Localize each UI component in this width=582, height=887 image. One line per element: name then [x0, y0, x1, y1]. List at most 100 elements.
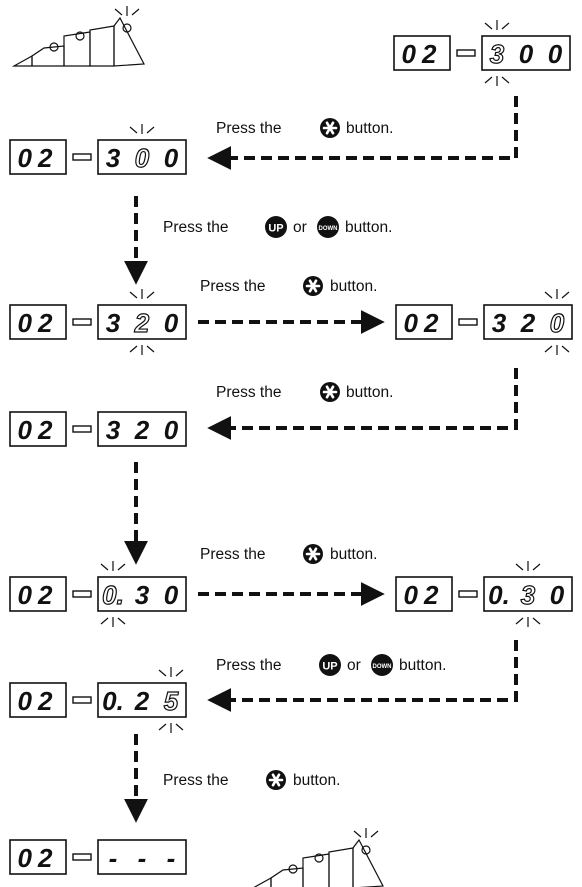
param-code-box: [9, 682, 67, 718]
separator: [72, 590, 92, 598]
blink-rays-icon: [515, 616, 541, 628]
svg-text:Press the: Press the: [200, 278, 265, 295]
up-button-icon: UP: [319, 654, 341, 676]
value-digit: 0: [164, 143, 179, 173]
asterisk-button-icon: [318, 116, 342, 140]
param-code-box: [9, 304, 67, 340]
param-code-box: [9, 839, 67, 875]
instruction-1: Press the button.: [216, 116, 393, 140]
separator: [72, 425, 92, 433]
svg-text:Press the: Press the: [216, 657, 281, 674]
value-box: [483, 304, 573, 340]
value-digit: 2: [134, 308, 150, 338]
svg-text:button.: button.: [293, 772, 340, 789]
param-code: 02: [18, 143, 59, 173]
value-digit: 0: [550, 308, 565, 338]
blink-rays-icon: [129, 344, 155, 356]
blink-rays-icon: [100, 560, 126, 572]
svg-text:Press the: Press the: [216, 384, 281, 401]
separator: [72, 153, 92, 161]
value-digit: 2: [134, 686, 150, 716]
param-code: 02: [18, 415, 59, 445]
down-button-icon: DOWN: [371, 654, 393, 676]
value-box: [97, 839, 187, 875]
separator: [72, 318, 92, 326]
value-box: [97, 576, 187, 612]
value-box: [97, 682, 187, 718]
separator: [72, 696, 92, 704]
value-digit: 3: [106, 415, 121, 445]
value-digit: 0: [550, 580, 565, 610]
level-steps-icon-top: [11, 5, 145, 67]
separator: [456, 49, 476, 57]
blink-rays-icon: [515, 560, 541, 572]
value-digit: 3: [106, 308, 121, 338]
value-digit: 3: [492, 308, 507, 338]
value-digit: 5: [164, 686, 179, 716]
asterisk-button-icon: [301, 274, 325, 298]
value-digit: 0: [164, 580, 179, 610]
arrow-1: [207, 96, 518, 170]
svg-text:DOWN: DOWN: [319, 226, 338, 232]
value-box: [97, 139, 187, 175]
value-digit: 3: [106, 143, 121, 173]
value-digit: 3: [521, 580, 536, 610]
blink-rays-icon: [158, 666, 184, 678]
value-digit: 2: [520, 308, 536, 338]
down-button-icon: DOWN: [317, 216, 339, 238]
value-box: [483, 576, 573, 612]
asterisk-button-icon: [318, 380, 342, 404]
value-box: [97, 304, 187, 340]
blink-rays-icon: [484, 75, 510, 87]
blink-rays-icon: [129, 288, 155, 300]
value-digit: 0: [164, 308, 179, 338]
separator: [72, 853, 92, 861]
svg-text:DOWN: DOWN: [373, 664, 392, 670]
value-digit: -: [138, 843, 147, 873]
value-digit: -: [109, 843, 118, 873]
instruction-5: Press the button.: [200, 542, 377, 566]
param-code-box: [395, 304, 453, 340]
svg-text:button.: button.: [346, 120, 393, 137]
asterisk-button-icon: [264, 768, 288, 792]
value-digit: 0: [135, 143, 150, 173]
arrow-7: [207, 640, 518, 712]
separator: [458, 590, 478, 598]
param-code: 02: [404, 308, 445, 338]
value-digit: 2: [134, 415, 150, 445]
value-digit: 3: [135, 580, 150, 610]
param-code-box: [395, 576, 453, 612]
param-code-box: [9, 139, 67, 175]
svg-text:Press the: Press the: [200, 546, 265, 563]
param-code: 02: [18, 580, 59, 610]
param-code-box: [393, 35, 451, 71]
arrow-4: [207, 368, 518, 440]
arrows: [124, 96, 518, 823]
instruction-4: Press the button.: [216, 380, 393, 404]
param-code: 02: [402, 39, 443, 69]
svg-text:button.: button.: [330, 278, 377, 295]
up-button-icon: UP: [265, 216, 287, 238]
blink-rays-icon: [158, 722, 184, 734]
svg-text:or: or: [347, 657, 361, 674]
value-digit: 0: [519, 39, 534, 69]
svg-text:button.: button.: [330, 546, 377, 563]
asterisk-button-icon: [301, 542, 325, 566]
svg-text:button.: button.: [345, 219, 392, 236]
blink-rays-icon: [100, 616, 126, 628]
value-box: [481, 35, 571, 71]
param-code: 02: [18, 308, 59, 338]
param-code-box: [9, 576, 67, 612]
instruction-6: Press the UP or DOWN button.: [216, 654, 446, 676]
blink-rays-icon: [129, 123, 155, 135]
instruction-3: Press the button.: [200, 274, 377, 298]
svg-text:or: or: [293, 219, 307, 236]
value-digit: 3: [490, 39, 505, 69]
blink-rays-icon: [544, 344, 570, 356]
